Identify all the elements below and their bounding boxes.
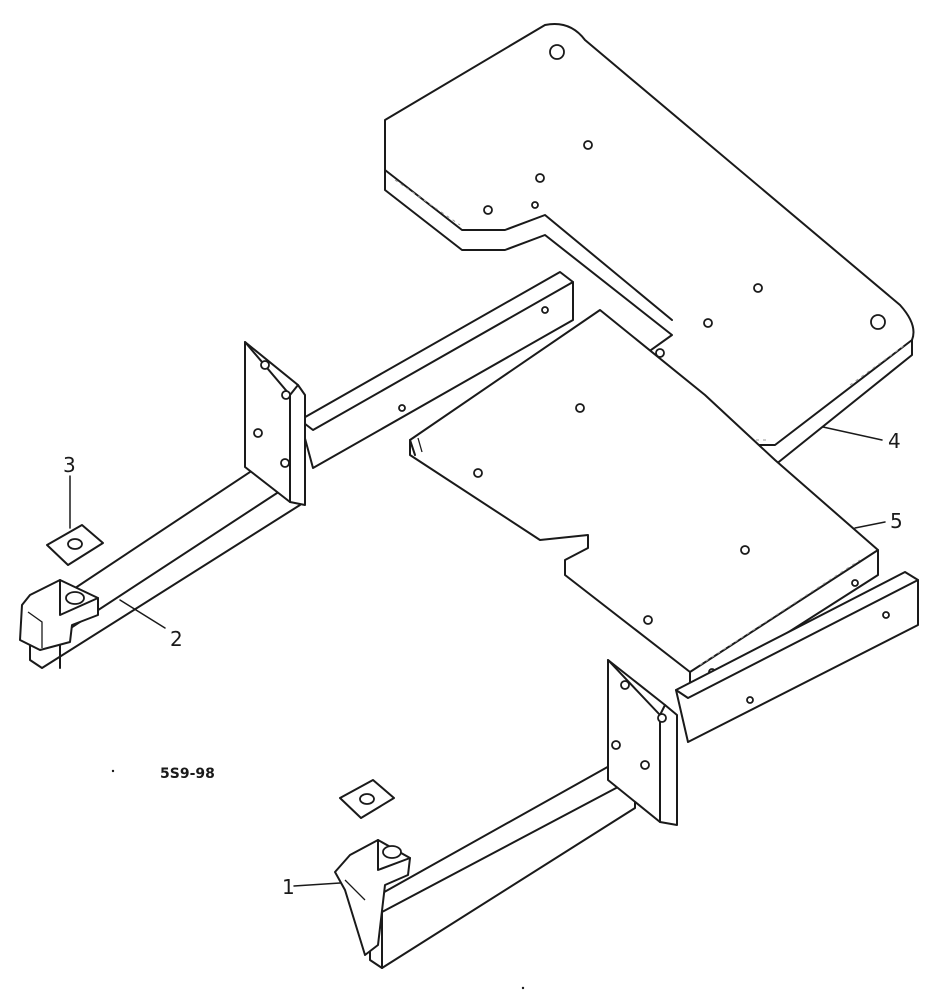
speck-mark [521,986,525,990]
callout-3: 3 [63,453,76,477]
callout-4: 4 [888,429,901,453]
figure-reference: 5S9-98 [160,766,215,782]
square-washer-upper [46,524,104,566]
leader-lines [69,426,886,887]
right-rail [334,571,919,969]
base-plate [409,309,879,696]
callout-5: 5 [890,509,903,533]
callout-1: 1 [282,875,295,899]
speck-mark [111,769,115,773]
square-washer-lower [339,779,395,819]
left-rail [19,271,574,669]
callout-2: 2 [170,627,183,651]
